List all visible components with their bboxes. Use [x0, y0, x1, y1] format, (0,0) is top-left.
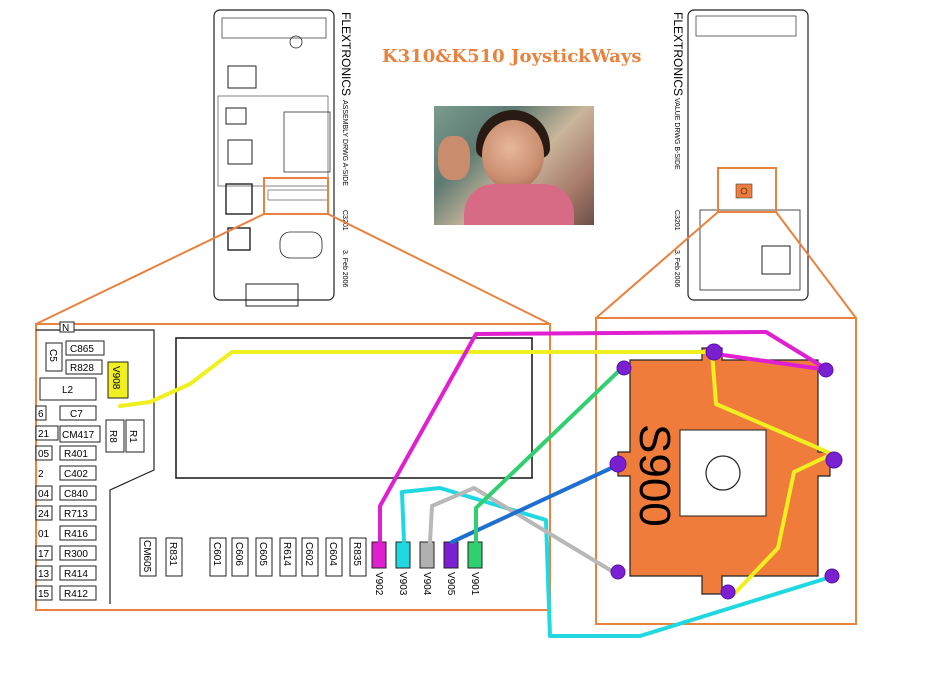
- label-r416: R416: [64, 529, 88, 540]
- label-edge-13: 13: [38, 569, 50, 580]
- s900-center-circle: [705, 455, 741, 491]
- contact-dot-bottom: [720, 584, 736, 600]
- label-c402: C402: [64, 469, 88, 480]
- trace-yellow: [118, 350, 834, 596]
- child-photo: [434, 106, 594, 225]
- right-board: FLEXTRONICS VALUE DRWG B-SIDE C3201 3. F…: [671, 9, 809, 301]
- label-r8: R8: [107, 430, 118, 443]
- pad-v905: [443, 541, 459, 569]
- diagram-title: K310&K510 JoystickWays: [382, 46, 642, 67]
- label-l2: L2: [62, 385, 74, 396]
- pad-v904: [419, 541, 435, 569]
- label-cm605: CM605: [141, 540, 152, 573]
- pad-label-v903: V903: [397, 572, 408, 596]
- label-r831: R831: [167, 542, 178, 566]
- trace-gray: [428, 486, 622, 578]
- label-edge-24: 24: [38, 509, 50, 520]
- label-edge-17: 17: [38, 549, 50, 560]
- pad-v903: [395, 541, 411, 569]
- label-r1: R1: [127, 430, 138, 443]
- label-r414: R414: [64, 569, 88, 580]
- label-edge-21: 21: [38, 429, 50, 440]
- contact-dot-bottom-left: [610, 564, 626, 580]
- pad-label-v905: V905: [445, 572, 456, 596]
- left-board: FLEXTRONICS ASSEMBLY DRWG A-SIDE C3201 3…: [213, 9, 353, 307]
- contact-dot-bottom-right: [824, 568, 840, 584]
- left-board-code: C3201: [341, 210, 348, 231]
- label-v908: V908: [110, 366, 121, 390]
- contact-dot-left: [609, 455, 627, 473]
- label-r828: R828: [70, 363, 94, 374]
- trace-green: [474, 364, 626, 544]
- contact-dot-top: [705, 343, 723, 361]
- pad-label-v904: V904: [421, 572, 432, 596]
- s900-label: S900: [630, 424, 679, 527]
- contact-dot-top-left: [616, 360, 632, 376]
- right-board-drawing: VALUE DRWG B-SIDE: [673, 98, 680, 170]
- trace-blue: [450, 462, 622, 544]
- label-r300: R300: [64, 549, 88, 560]
- label-c840: C840: [64, 489, 88, 500]
- left-board-brand: FLEXTRONICS: [339, 12, 353, 96]
- label-r401: R401: [64, 449, 88, 460]
- label-c606: C606: [233, 542, 244, 566]
- label-edge-6: 6: [38, 409, 44, 420]
- left-board-date: 3. Feb 2006: [341, 250, 348, 287]
- label-c602: C602: [303, 542, 314, 566]
- label-n: N: [62, 323, 69, 334]
- label-c601: C601: [211, 542, 222, 566]
- photo-hand: [438, 136, 470, 180]
- label-c5: C5: [47, 349, 58, 362]
- label-c604: C604: [327, 542, 338, 566]
- label-edge-15: 15: [38, 589, 50, 600]
- right-board-code: C3201: [673, 210, 680, 231]
- right-board-brand: FLEXTRONICS: [671, 12, 685, 96]
- trace-magenta: [378, 330, 830, 544]
- pad-v902: [371, 541, 387, 569]
- label-c605: C605: [257, 542, 268, 566]
- left-board-drawing: ASSEMBLY DRWG A-SIDE: [341, 100, 348, 186]
- label-r835: R835: [351, 542, 362, 566]
- label-r412: R412: [64, 589, 88, 600]
- pad-label-v902: V902: [373, 572, 384, 596]
- photo-face: [482, 120, 544, 190]
- label-cm417: CM417: [62, 430, 95, 441]
- traces: [118, 330, 836, 638]
- contact-dots: [609, 343, 843, 600]
- label-r713: R713: [64, 509, 88, 520]
- photo-shirt: [464, 184, 574, 225]
- contact-dot-right: [825, 451, 843, 469]
- label-c865: C865: [70, 344, 94, 355]
- left-zoom-panel: N C865 C5 R828 L2 V908 6 C7 21 CM417 R8 …: [35, 321, 551, 611]
- pad-label-v901: V901: [469, 572, 480, 596]
- label-edge-01: 01: [38, 529, 50, 540]
- pad-v901: [467, 541, 483, 569]
- contact-dot-top-right: [818, 362, 834, 378]
- label-edge-05: 05: [38, 449, 50, 460]
- label-edge-2: 2: [38, 469, 44, 480]
- label-edge-04: 04: [38, 489, 50, 500]
- trace-cyan: [400, 486, 836, 638]
- trace-magenta-b: [714, 352, 830, 372]
- label-c7: C7: [70, 409, 83, 420]
- zoom-lines: [35, 211, 857, 325]
- right-board-date: 3. Feb 2006: [673, 250, 680, 287]
- label-r614: R614: [281, 542, 292, 566]
